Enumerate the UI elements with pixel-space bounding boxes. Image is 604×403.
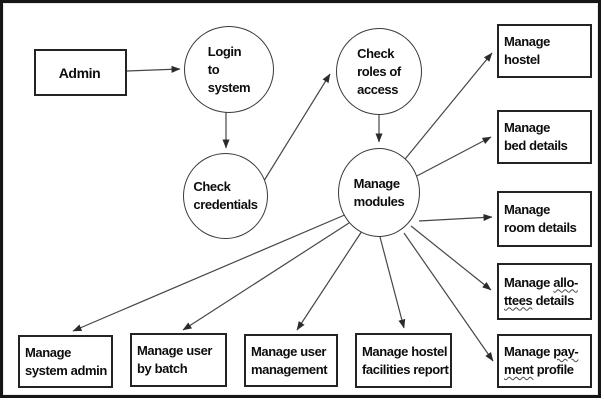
- label-line: system admin: [25, 362, 107, 378]
- node-admin-label: Admin: [58, 64, 101, 81]
- label-word-underlined: ttees: [504, 292, 533, 308]
- node-manage-modules: Manage modules: [338, 148, 420, 237]
- label-line: ttees details: [504, 292, 588, 310]
- node-manage-modules-label: Manage modules: [354, 175, 405, 211]
- node-check-roles-of-access-label: Check roles of access: [357, 45, 401, 99]
- label-word: profile: [536, 362, 574, 377]
- node-manage-user-by-batch: Manage user by batch: [130, 333, 227, 387]
- label-line: Login: [207, 43, 242, 59]
- label-word-underlined: allo-: [553, 274, 578, 290]
- label-line: Check: [193, 179, 231, 194]
- label-line: by batch: [137, 361, 188, 376]
- label-line: Manage hostel: [362, 343, 448, 359]
- edge-modules-to-facilities-report: [379, 236, 406, 329]
- node-check-roles-of-access: Check roles of access: [336, 28, 422, 115]
- label-line: modules: [353, 193, 405, 209]
- node-login-to-system: Login to system: [184, 26, 274, 113]
- label-line: bed details: [504, 138, 568, 153]
- node-admin: Admin: [34, 49, 127, 96]
- edge-modules-to-system-admin: [72, 213, 348, 332]
- label-line: Manage: [25, 344, 72, 360]
- node-manage-payment-profile: Manage pay- ment profile: [497, 334, 592, 388]
- node-check-credentials-label: Check credentials: [193, 178, 258, 214]
- label-line: access: [357, 81, 399, 97]
- node-login-to-system-label: Login to system: [207, 43, 251, 97]
- node-manage-bed-details: Manage bed details: [497, 110, 592, 164]
- edge-modules-to-allottees-details: [410, 225, 492, 291]
- label-line: Manage user: [137, 343, 213, 358]
- label-word: Manage: [504, 344, 551, 359]
- edge-modules-to-bed-details: [412, 136, 492, 179]
- edge-check-credentials-to-check-roles: [261, 73, 331, 185]
- label-line: hostel: [504, 52, 540, 67]
- edge-modules-to-user-management: [296, 230, 363, 331]
- label-line: management: [251, 361, 328, 377]
- label-line: Manage: [504, 202, 551, 217]
- label-line: Manage: [504, 34, 551, 49]
- label-line: room details: [504, 220, 577, 235]
- label-line: Manage: [353, 175, 400, 191]
- label-word-underlined: pay-: [553, 344, 579, 359]
- edge-modules-to-room-details: [418, 213, 493, 222]
- edge-admin-to-login: [126, 65, 181, 73]
- edge-modules-to-user-by-batch: [182, 222, 350, 331]
- label-line: Manage pay-: [504, 343, 588, 361]
- label-line: system: [207, 79, 251, 95]
- label-word: details: [535, 292, 575, 308]
- label-line: to: [207, 61, 220, 77]
- node-manage-room-details: Manage room details: [497, 191, 592, 247]
- node-manage-hostel: Manage hostel: [497, 24, 592, 78]
- label-line: facilities report: [362, 361, 449, 377]
- label-line: Check: [357, 45, 395, 61]
- edge-modules-to-manage-hostel: [400, 52, 493, 165]
- label-line: Manage: [504, 120, 551, 135]
- node-check-credentials: Check credentials: [183, 153, 268, 239]
- label-line: roles of: [357, 63, 401, 79]
- label-line: Manage user: [251, 343, 327, 359]
- node-manage-allottees-details: Manage allo- ttees details: [497, 263, 592, 320]
- label-line: credentials: [193, 197, 258, 212]
- node-manage-user-management: Manage user management: [244, 334, 338, 387]
- label-word-underlined: ment: [504, 362, 534, 377]
- node-manage-hostel-facilities-report: Manage hostel facilities report: [355, 333, 452, 388]
- label-line: Manage allo-: [504, 274, 588, 292]
- edge-modules-to-payment-profile: [403, 232, 494, 362]
- node-manage-system-admin: Manage system admin: [18, 335, 113, 388]
- label-line: ment profile: [504, 361, 588, 379]
- label-word: Manage: [504, 274, 551, 290]
